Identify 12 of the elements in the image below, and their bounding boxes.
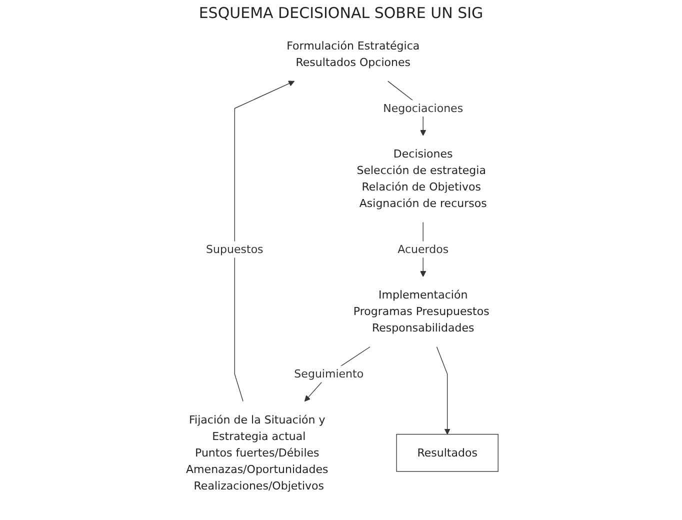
diagram-title: ESQUEMA DECISIONAL SOBRE UN SIG [198, 3, 484, 22]
node-box: Resultados [396, 434, 498, 472]
edge-label: Negociaciones [383, 102, 464, 115]
node-text: Fijación de la Situación y Estrategia actual Puntos fuertes/Débiles Amenazas/Oportunidades Realizaciones/Objetivos [186, 412, 328, 492]
edge-label: Supuestos [206, 242, 264, 256]
arrow [436, 346, 450, 435]
edge-label: Acuerdos [398, 242, 449, 256]
arrow [234, 80, 295, 402]
node-text: Decisiones Selección de estrategia Relación de Objetivos Asignación de recursos [356, 147, 487, 210]
node-text: Implementación Programas Presupuestos Responsabilidades [353, 288, 490, 334]
node-text: Formulación Estratégica Resultados Opciones [286, 39, 420, 69]
edge-label: Seguimiento [294, 367, 364, 380]
